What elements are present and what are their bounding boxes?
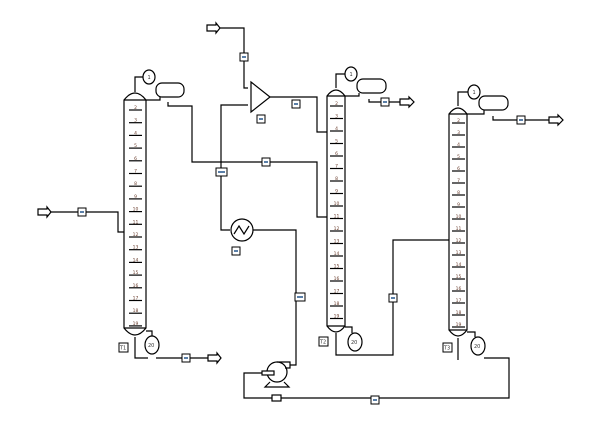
column-tag-box[interactable] (118, 342, 129, 353)
stage-label: 5 (335, 139, 338, 145)
stage-label: 13 (334, 239, 340, 245)
column-tag: T3 (443, 346, 450, 352)
stage-label: 3 (457, 130, 460, 136)
stage-label: 15 (456, 274, 462, 280)
stage-label: 14 (334, 251, 340, 257)
stage-label: 2 (457, 118, 460, 124)
distillate-stream-1[interactable] (167, 102, 327, 218)
stage-label: 19 (133, 321, 139, 327)
condenser-label: 1 (350, 72, 353, 78)
stage-label: 9 (457, 202, 460, 208)
condenser-label: 1 (473, 90, 476, 96)
stage-label: 11 (133, 219, 139, 225)
stage-label: 19 (456, 322, 462, 328)
stage-label: 12 (133, 232, 139, 238)
condenser-label: 1 (148, 75, 151, 81)
stage-label: 12 (456, 238, 462, 244)
recycle-stream[interactable] (215, 104, 248, 231)
stage-label: 11 (334, 214, 340, 220)
stage-label: 4 (134, 130, 137, 136)
stage-label: 7 (335, 164, 338, 170)
stage-label: 3 (134, 118, 137, 124)
stage-label: 14 (133, 257, 139, 263)
stage-label: 15 (334, 264, 340, 270)
bottoms-stream-1[interactable] (134, 337, 222, 365)
compressor[interactable] (250, 80, 327, 133)
stage-label: 12 (334, 226, 340, 232)
stage-label: 9 (335, 189, 338, 195)
stage-label: 7 (134, 169, 137, 175)
stage-label: 16 (334, 276, 340, 282)
stage-label: 18 (456, 310, 462, 316)
stage-label: 13 (456, 250, 462, 256)
distillation-column-2[interactable]: 2 3 4 5 6 7 8 9 10 11 12 13 14 15 16 17 18 19 (326, 89, 346, 333)
stage-label: 10 (133, 207, 139, 213)
stage-label: 8 (457, 190, 460, 196)
distillation-column-3[interactable]: 2 3 4 5 6 7 8 9 10 11 12 13 14 15 16 17 18 19 (448, 107, 468, 337)
reboiler-label: 20 (351, 340, 357, 346)
stage-label: 7 (457, 178, 460, 184)
stage-label: 16 (133, 283, 139, 289)
condenser-3[interactable]: 1 (457, 84, 564, 127)
stage-label: 4 (457, 142, 460, 148)
column-tag: T2 (319, 340, 326, 346)
stage-label: 3 (335, 114, 338, 120)
stage-label: 16 (456, 286, 462, 292)
reboiler-3[interactable]: 20 (457, 331, 486, 360)
condenser-1[interactable]: 1 (134, 69, 185, 101)
stage-label: 8 (134, 181, 137, 187)
reboiler-label: 20 (148, 343, 154, 349)
stage-label: 6 (457, 166, 460, 172)
stage-label: 17 (334, 289, 340, 295)
stage-label: 13 (133, 245, 139, 251)
stage-label: 15 (133, 270, 139, 276)
distillation-column-1[interactable]: 2 3 4 5 6 7 8 9 10 11 12 13 14 15 16 17 18 19 (123, 92, 147, 336)
feed-stream-1[interactable] (37, 205, 124, 233)
stage-label: 10 (334, 201, 340, 207)
column-tag-box[interactable] (318, 336, 329, 347)
stage-label: 9 (134, 194, 137, 200)
stage-label: 18 (334, 301, 340, 307)
stage-label: 8 (335, 176, 338, 182)
stage-label: 6 (335, 151, 338, 157)
stage-label: 2 (134, 105, 137, 111)
reboiler-1[interactable]: 20 (144, 330, 160, 355)
reboiler-2[interactable]: 20 (335, 239, 449, 356)
stage-label: 10 (456, 214, 462, 220)
column-tag-box[interactable] (442, 342, 453, 353)
pump[interactable] (243, 357, 510, 405)
condenser-2[interactable]: 1 (335, 66, 415, 109)
stage-label: 14 (456, 262, 462, 268)
reboiler-label: 20 (474, 344, 480, 350)
stage-label: 11 (456, 226, 462, 232)
stage-label: 17 (456, 298, 462, 304)
stage-label: 18 (133, 308, 139, 314)
stage-label: 5 (457, 154, 460, 160)
column-tag: T1 (119, 346, 126, 352)
stage-label: 17 (133, 296, 139, 302)
stage-label: 19 (334, 314, 340, 320)
stage-label: 2 (335, 101, 338, 107)
stage-label: 5 (134, 143, 137, 149)
stage-label: 4 (335, 126, 338, 132)
heat-exchanger[interactable] (230, 218, 306, 366)
makeup-feed-stream[interactable] (206, 21, 249, 89)
stage-label: 6 (134, 156, 137, 162)
